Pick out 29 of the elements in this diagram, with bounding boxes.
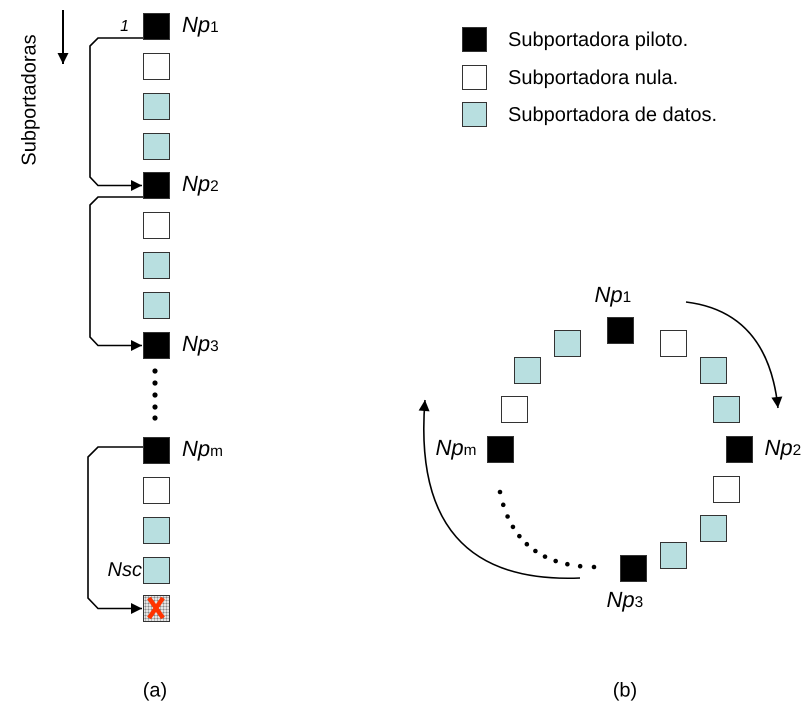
legend-label: Subportadora piloto. [508,28,688,52]
data-subcarrier-square [143,133,170,160]
excluded-subcarrier-square [143,595,170,622]
data-subcarrier-square [712,396,740,422]
panel-label: (b) [612,680,638,702]
legend-label: Subportadora nula. [508,66,678,90]
null-subcarrier-square [143,477,170,504]
bracket-arrow [87,446,143,614]
null-subcarrier-square [500,396,528,422]
axis-label: Subportadoras [18,34,42,166]
data-subcarrier-square [143,93,170,120]
null-subcarrier-square [660,330,686,356]
bracket-arrow [89,196,143,351]
data-subcarrier-square [700,514,726,542]
legend-label: Subportadora de datos. [508,103,718,127]
null-subcarrier-square [712,476,740,502]
data-subcarrier-square [660,542,686,568]
panel-label: (a) [142,680,168,702]
data-subcarrier-square [143,292,170,319]
null-subcarrier-square [143,212,170,239]
index-label: 1 [120,17,129,37]
null-subcarrier-square [143,53,170,80]
count-label: Nsc [108,558,142,582]
bracket-arrow [89,37,143,191]
data-subcarrier-square [700,356,726,384]
data-subcarrier-square [143,517,170,544]
data-subcarrier-square [514,356,540,384]
data-subcarrier-square [143,252,170,279]
data-subcarrier-square [554,330,580,356]
